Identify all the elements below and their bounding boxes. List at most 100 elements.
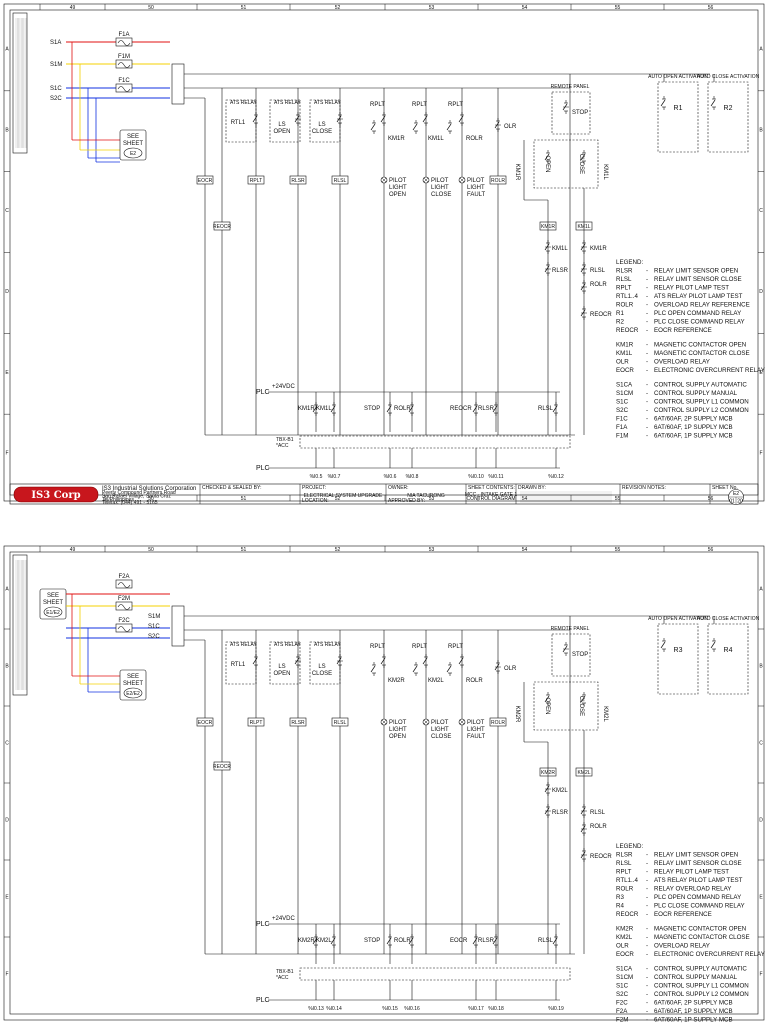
km-side-label-1: KM2R: [514, 706, 520, 723]
fuse-F2A-label: F2A: [118, 574, 129, 580]
legend-code-3: RPLT: [616, 285, 632, 292]
plc-relay-name-R2: R2: [724, 105, 733, 112]
plc-input-label-1: KM1L: [316, 406, 332, 412]
legend-dash: -: [646, 342, 648, 349]
plc-input-contact-5-blade: [492, 937, 498, 945]
legend-text-1: RELAY LIMIT SENSOR OPEN: [654, 852, 738, 859]
company-logo: [13, 486, 99, 503]
column-number-bottom: 54: [522, 496, 528, 502]
row-letter-left: C: [5, 741, 9, 747]
row-letter-right: B: [759, 127, 763, 133]
mid-contact-blade: [446, 123, 452, 131]
pb-close-blade: [580, 153, 586, 161]
column-number-top: 50: [148, 547, 154, 553]
legend-dash: -: [646, 367, 648, 374]
pushbutton-panel: [533, 681, 599, 731]
contact-label-KM1L: KM1L: [428, 136, 444, 142]
fuse-F1A-element: [117, 40, 131, 46]
legend2-code-3: EOCR: [616, 367, 634, 374]
coil-RPLT: [247, 175, 265, 185]
row-letter-right: E: [759, 370, 763, 376]
relay-box-ls-open: [269, 641, 301, 685]
rplt-contact-blade: [380, 657, 386, 665]
legend3-code-2: S1C: [616, 983, 629, 990]
feed-label-S1A: S1A: [50, 40, 61, 46]
fuse-F1M-label: F1M: [118, 54, 130, 60]
fuse-F1M-element: [117, 62, 131, 68]
relay-box-label-ls-close: LS: [318, 122, 325, 128]
coil-RLSR: [289, 175, 307, 185]
note-box: [12, 12, 28, 154]
pilot-label-2: LIGHT: [467, 727, 485, 733]
column-number-top: 56: [708, 5, 714, 11]
column-number-bottom: 55: [615, 496, 621, 502]
fuse-F2M-element: [117, 604, 131, 610]
mid-contact-blade: [370, 123, 376, 131]
pilot-label-3: CLOSE: [431, 734, 451, 740]
plc-input-contact-3-blade: [408, 405, 414, 413]
row-letter-right: E: [759, 895, 763, 901]
plc-label-bottom: PLC: [256, 465, 270, 472]
plc-input-ref-5: %I0.11: [488, 474, 503, 480]
see-sheet-callout-line1: SEE: [127, 134, 139, 140]
column-number-bottom: 53: [429, 496, 435, 502]
see-sheet-callout-top-ref: E1/E2: [46, 610, 60, 616]
relay-box-label-ls-open: LS: [278, 122, 285, 128]
relay-caption: ATS RELAY: [314, 100, 341, 106]
company-address-2: San Rafael Village, Santa Cruz: [102, 494, 171, 500]
coil-RLSL-label: RLSL: [334, 178, 347, 184]
legend3-code-1: S1CM: [616, 390, 633, 397]
relay-caption: ATS RELAY: [274, 100, 301, 106]
legend3-code-5: F2A: [616, 1008, 628, 1015]
legend2-text-2: OVERLOAD RELAY: [654, 943, 710, 950]
row-letter-right: C: [759, 208, 763, 214]
feed-label-S1M: S1M: [148, 614, 160, 620]
legend3-text-3: CONTROL SUPPLY L2 COMMON: [654, 991, 749, 998]
legend2-text-3: ELECTRONIC OVERCURRENT RELAY: [654, 951, 765, 958]
legend-text-2: RELAY LIMIT SENSOR CLOSE: [654, 860, 742, 867]
relay-caption: ATS RELAY: [230, 100, 257, 106]
legend3-code-4: F2C: [616, 1000, 628, 1007]
coil-rolr-label: ROLR: [491, 720, 505, 726]
pilot-label-3: FAULT: [467, 734, 486, 740]
sheet-number: 01: [729, 499, 735, 505]
pb-open-blade: [544, 153, 550, 161]
see-sheet-callout-line2: SHEET: [123, 141, 143, 147]
legend-code-4: RTL1..4: [616, 877, 638, 884]
pilot-label-2: LIGHT: [467, 185, 485, 191]
legend-dash: -: [646, 268, 648, 275]
fuse-F2M-label: F2M: [118, 596, 130, 602]
legend-text-5: RELAY OVERLOAD RELAY: [654, 886, 731, 893]
row-letter-right: A: [759, 587, 763, 593]
plc-input-ref-4: %I0.10: [468, 474, 484, 480]
legend2-code-0: KM1R: [616, 342, 634, 349]
column-number-top: 51: [241, 5, 247, 11]
legend-dash: -: [646, 399, 648, 406]
pilot-lamp-1-x: [423, 177, 429, 183]
pilot-lamp-2-x: [459, 177, 465, 183]
plc-input-label-2: STOP: [364, 938, 380, 944]
legend-dash: -: [646, 974, 648, 981]
plc-input-ref-3: %I0.16: [404, 1006, 420, 1012]
remote-panel-stop: [551, 633, 591, 677]
see-sheet-callout-line1: SEE: [127, 674, 139, 680]
company-address-3: Tel/Philippines: [102, 497, 134, 503]
plc-input-label-0: KM1R: [298, 406, 315, 412]
legend-code-8: REOCR: [616, 911, 639, 918]
rplt-label-1: RPLT: [412, 644, 427, 650]
feed-label-S2C: S2C: [148, 634, 160, 640]
pilot-lamp-2-x: [459, 719, 465, 725]
header-drawn: DRAWN BY:: [518, 485, 546, 491]
column-number-top: 56: [708, 547, 714, 553]
legend-dash: -: [646, 911, 648, 918]
legend2-text-3: ELECTRONIC OVERCURRENT RELAY: [654, 367, 765, 374]
contact-label-OLR: OLR: [504, 666, 517, 672]
control-diagram-sheet-1: 49495050515152525353545455555656AABBCCDD…: [3, 3, 765, 506]
legend-dash: -: [646, 382, 648, 389]
legend3-text-6: 6AT/60AF, 1P SUPPLY MCB: [654, 1017, 733, 1024]
legend3-code-6: F1M: [616, 433, 628, 440]
legend3-text-6: 6AT/60AF, 1P SUPPLY MCB: [654, 433, 733, 440]
column-number-top: 53: [429, 5, 435, 11]
